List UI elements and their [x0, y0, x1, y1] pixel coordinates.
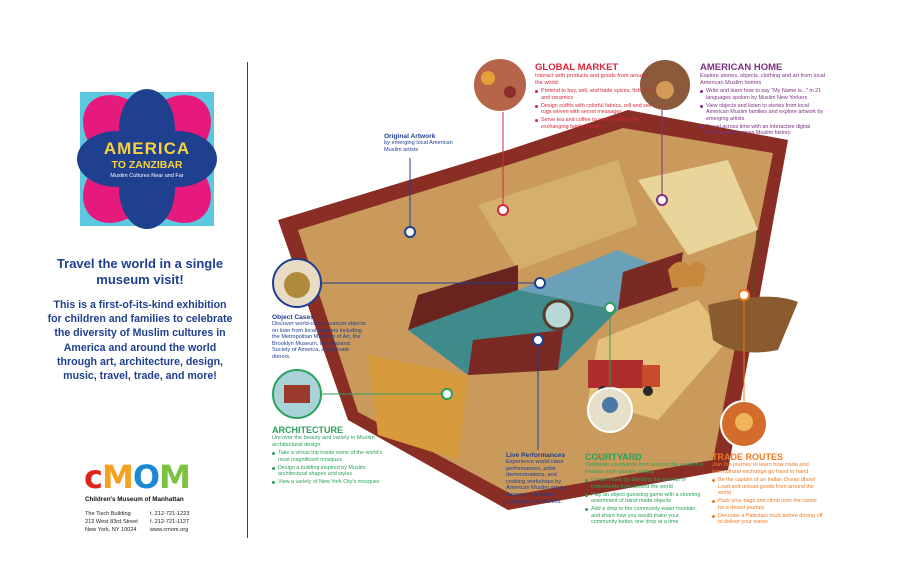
- market-photo: [472, 57, 528, 113]
- exhibition-logo: AMERICA TO ZANZIBAR Muslim Cultures Near…: [77, 89, 217, 229]
- exhibition-floor-plan: [278, 110, 798, 510]
- list-item: Write and learn how to say "My Name is..…: [700, 88, 828, 101]
- museum-contact: t. 212-721-1223 f. 212-721-1127 www.cmom…: [150, 510, 190, 535]
- zone-title: COURTYARD: [585, 452, 642, 462]
- trade-goods-icon: [735, 413, 753, 431]
- headline: Travel the world in a single museum visi…: [56, 256, 224, 287]
- website-link[interactable]: www.cmom.org: [150, 527, 189, 534]
- logo-title: AMERICA: [103, 139, 191, 158]
- list-item: Pretend to buy, sell, and trade spices, …: [535, 88, 655, 101]
- cmom-logo: cMOM: [84, 458, 204, 498]
- zone-bullets: Create music by blending the sounds of i…: [585, 477, 705, 526]
- list-item: View objects and listen to stories from …: [700, 103, 828, 123]
- marker-dots: [404, 194, 750, 400]
- list-item: Pack your bags and climb onto the camel …: [712, 498, 824, 511]
- architecture-label: ARCHITECTURE Uncover the beauty and vari…: [272, 425, 392, 487]
- mosque-icon: [284, 385, 310, 403]
- zone-title: ARCHITECTURE: [272, 425, 343, 435]
- list-item: Be the captain of an Indian Ocean dhow! …: [712, 477, 824, 497]
- logo-letter: M: [159, 458, 191, 496]
- logo-flower-icon: [77, 89, 217, 229]
- zone-description: Explore stories, objects, clothing and a…: [700, 73, 825, 86]
- global-market-label: GLOBAL MARKET Interact with products and…: [535, 62, 655, 132]
- zone-bullets: Be the captain of an Indian Ocean dhow! …: [712, 477, 824, 526]
- zone-title: Object Cases: [272, 314, 314, 321]
- logo-letter: M: [101, 458, 134, 496]
- object-cases-label: Object Cases Discover world-class museum…: [272, 314, 368, 361]
- list-item: Design a building inspired by Muslim arc…: [272, 465, 392, 478]
- logo-letter: O: [132, 458, 160, 496]
- zone-title: AMERICAN HOME: [700, 62, 783, 73]
- list-item: Create music by blending the sounds of i…: [585, 477, 705, 490]
- zone-title: Original Artwork: [384, 133, 436, 140]
- list-item: View a variety of New York City's mosque…: [272, 479, 392, 486]
- list-item: Decorate a Pakistani truck before drivin…: [712, 513, 824, 526]
- courtyard-label: COURTYARD Celebrate courtyards from arou…: [585, 452, 705, 527]
- zone-bullets: Take a virtual trip inside some of the w…: [272, 450, 392, 486]
- logo-subtitle: TO ZANZIBAR: [111, 159, 183, 171]
- address-line: The Tisch Building: [85, 511, 131, 517]
- fax-number: f. 212-721-1127: [150, 519, 190, 526]
- list-item: Add a drop to the community water founta…: [585, 506, 705, 526]
- lantern-icon: [656, 81, 674, 99]
- original-artwork-label: Original Artwork by emerging local Ameri…: [384, 133, 456, 153]
- logo-tagline: Muslim Cultures Near and Far: [110, 173, 184, 179]
- list-item: Play an object guessing game with a stun…: [585, 492, 705, 505]
- zone-title: GLOBAL MARKET: [535, 62, 619, 73]
- list-item: Serve tea and coffee to new friends whil…: [535, 117, 655, 130]
- zone-description: by emerging local American Muslim artist…: [384, 140, 453, 153]
- column-divider: [247, 62, 248, 538]
- zone-description: Experience world-class performances, art…: [506, 459, 567, 505]
- courtyard-dome-icon: [602, 397, 618, 413]
- zone-description: Join the journey to learn how trade and …: [712, 462, 809, 475]
- zone-description: Celebrate courtyards from around the wor…: [585, 462, 704, 475]
- live-performances-label: Live Performances Experience world-class…: [506, 452, 572, 505]
- zone-description: Discover world-class museum objects on l…: [272, 321, 366, 360]
- list-item: Design outfits with colorful fabrics, ro…: [535, 103, 655, 116]
- trade-routes-label: TRADE ROUTES Join the journey to learn h…: [712, 452, 824, 527]
- american-home-label: AMERICAN HOME Explore stories, objects, …: [700, 62, 828, 138]
- zone-description: Interact with products and goods from ar…: [535, 73, 648, 86]
- zone-title: Live Performances: [506, 452, 566, 459]
- list-item: Travel across time with an interactive d…: [700, 124, 828, 137]
- address-line: 212 West 83rd Street: [85, 519, 138, 526]
- zone-bullets: Pretend to buy, sell, and trade spices, …: [535, 88, 655, 130]
- phone-number: t. 212-721-1223: [150, 511, 190, 517]
- market-spice-icon: [504, 86, 516, 98]
- intro-text: This is a first-of-its-kind exhibition f…: [47, 299, 233, 383]
- zone-bullets: Write and learn how to say "My Name is..…: [700, 88, 828, 137]
- museum-address: The Tisch Building 212 West 83rd Street …: [85, 510, 138, 535]
- address-line: New York, NY 10024: [85, 527, 137, 534]
- zone-description: Uncover the beauty and variety in Muslim…: [272, 435, 375, 448]
- list-item: Take a virtual trip inside some of the w…: [272, 450, 392, 463]
- astrolabe-icon: [284, 272, 310, 298]
- logo-letter: c: [84, 458, 103, 496]
- museum-name: Children's Museum of Manhattan: [85, 496, 184, 503]
- zone-title: TRADE ROUTES: [712, 452, 784, 462]
- market-spice-icon: [481, 71, 495, 85]
